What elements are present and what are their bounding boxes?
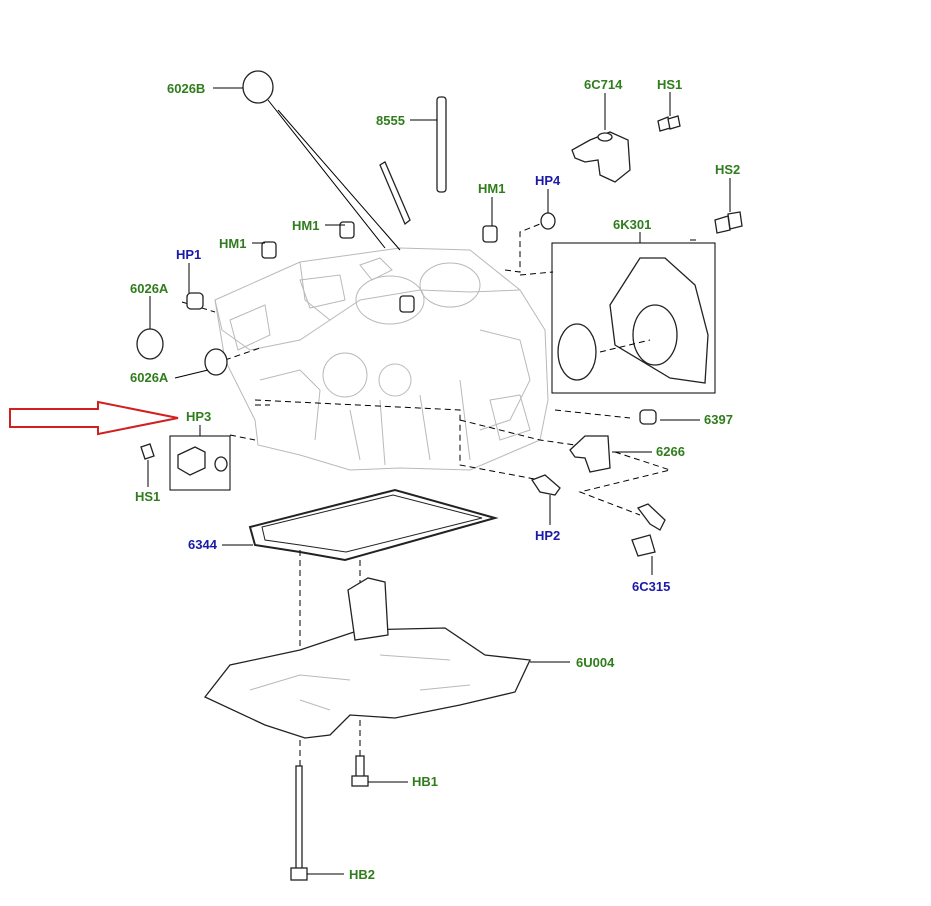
part-6K301-rear-cover bbox=[551, 242, 716, 394]
part-HP1-plug bbox=[186, 292, 204, 310]
engine-block-ghost bbox=[214, 247, 549, 471]
part-6266-sensor bbox=[569, 435, 611, 473]
label-6026A-lower: 6026A bbox=[130, 370, 169, 385]
part-HS1-bolt-top bbox=[657, 115, 681, 132]
label-HP2: HP2 bbox=[535, 528, 560, 543]
part-HB1-bolt bbox=[351, 755, 369, 787]
label-HS2: HS2 bbox=[715, 162, 740, 177]
leader-lines bbox=[147, 87, 731, 875]
label-HM1-left: HM1 bbox=[219, 236, 246, 251]
part-HB2-bolt bbox=[290, 765, 308, 881]
label-6026B: 6026B bbox=[167, 81, 205, 96]
part-6C315-sensor bbox=[631, 503, 666, 557]
label-HP4: HP4 bbox=[535, 173, 561, 188]
part-HP3-plug-assembly bbox=[140, 435, 231, 491]
part-6026A-seal-upper bbox=[136, 328, 164, 360]
part-6U004-oil-pan bbox=[203, 577, 531, 739]
part-HM1-plug-left bbox=[261, 241, 277, 259]
label-HM1-right: HM1 bbox=[478, 181, 505, 196]
pointer-arrow bbox=[9, 400, 179, 436]
label-6344: 6344 bbox=[188, 537, 218, 552]
label-HB2: HB2 bbox=[349, 867, 375, 882]
label-HP3: HP3 bbox=[186, 409, 211, 424]
label-6K301: 6K301 bbox=[613, 217, 651, 232]
part-6397-dowel bbox=[639, 409, 657, 425]
label-6026A-upper: 6026A bbox=[130, 281, 169, 296]
label-HS1-top: HS1 bbox=[657, 77, 682, 92]
part-6026A-seal-lower bbox=[204, 348, 228, 376]
part-HP4-plug bbox=[540, 212, 556, 230]
label-HP1: HP1 bbox=[176, 247, 201, 262]
part-HS2-bolt bbox=[714, 211, 743, 234]
label-6C315: 6C315 bbox=[632, 579, 670, 594]
label-6C714: 6C714 bbox=[584, 77, 623, 92]
label-HS1-left: HS1 bbox=[135, 489, 160, 504]
label-HM1-mid: HM1 bbox=[292, 218, 319, 233]
label-6266: 6266 bbox=[656, 444, 685, 459]
part-HP2-plug bbox=[531, 474, 561, 496]
part-6344-gasket bbox=[248, 488, 499, 562]
label-HB1: HB1 bbox=[412, 774, 438, 789]
part-8555-tube bbox=[379, 96, 447, 226]
part-HM1-plug-block bbox=[399, 295, 415, 313]
part-HM1-plug-mid bbox=[339, 221, 355, 239]
label-8555: 8555 bbox=[376, 113, 405, 128]
part-6C714-housing bbox=[571, 131, 631, 183]
part-6026B-cap bbox=[242, 70, 401, 251]
label-6U004: 6U004 bbox=[576, 655, 615, 670]
part-HM1-plug-right bbox=[482, 225, 498, 243]
label-6397: 6397 bbox=[704, 412, 733, 427]
